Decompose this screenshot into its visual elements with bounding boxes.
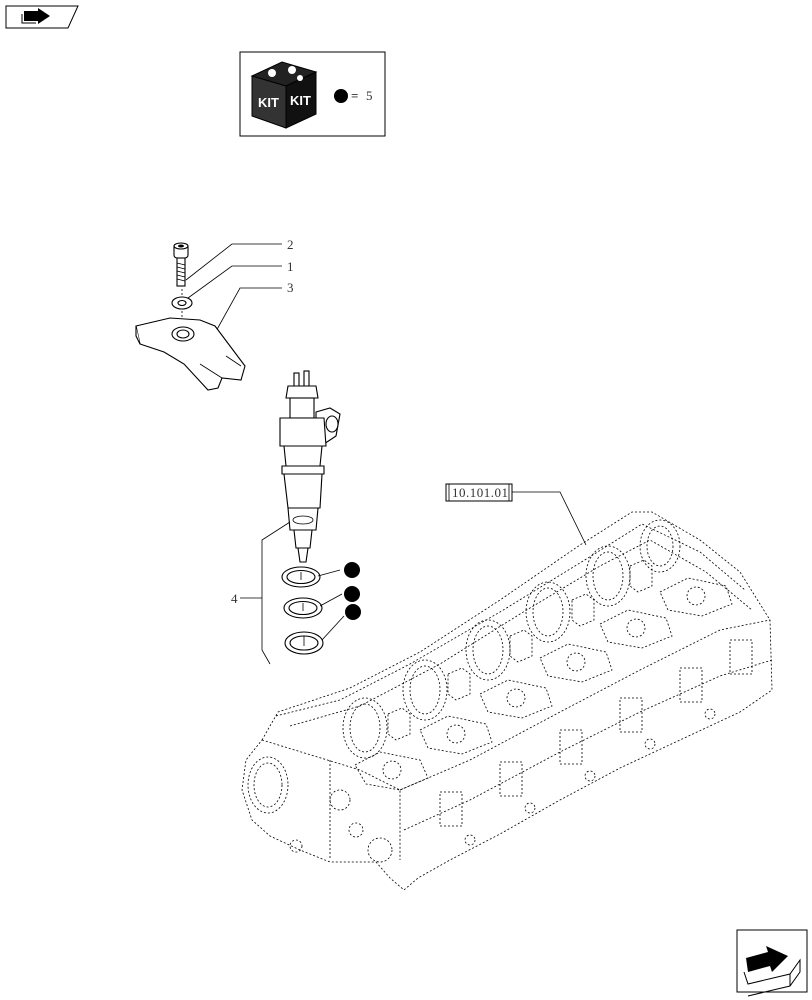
group-bracket-4 bbox=[261, 521, 291, 665]
kit-reference-number: 5 bbox=[366, 88, 373, 103]
cylinder-head-outline bbox=[241, 511, 773, 891]
leader-line-1 bbox=[187, 265, 282, 299]
washer-part[interactable] bbox=[171, 289, 193, 318]
callout-label-4: 4 bbox=[231, 591, 238, 606]
leader-line-3 bbox=[209, 287, 282, 343]
book-arrow-icon bbox=[743, 946, 801, 997]
seal-ring-3[interactable] bbox=[284, 631, 324, 655]
nav-back-badge[interactable] bbox=[5, 5, 79, 29]
kit-box: KIT KIT = 5 bbox=[239, 51, 386, 137]
callout-label-2: 2 bbox=[287, 237, 294, 252]
fuel-injector-part[interactable] bbox=[279, 370, 341, 563]
kit-label-right: KIT bbox=[290, 93, 311, 108]
reference-code: 10.101.01 bbox=[452, 485, 509, 500]
kit-equals-sign: = bbox=[351, 88, 358, 103]
kit-dot-marker-1 bbox=[344, 562, 360, 578]
screw-part[interactable] bbox=[173, 242, 189, 287]
seal-ring-2[interactable] bbox=[283, 597, 323, 619]
seal-ring-1[interactable] bbox=[281, 566, 321, 588]
callout-label-3: 3 bbox=[287, 280, 294, 295]
reference-box[interactable]: 10.101.01 bbox=[445, 483, 513, 502]
nav-next-badge[interactable] bbox=[736, 929, 808, 997]
injector-clamp-part[interactable] bbox=[135, 317, 246, 391]
callout-label-1: 1 bbox=[287, 259, 294, 274]
kit-cube-icon: KIT KIT bbox=[250, 61, 318, 129]
kit-label-left: KIT bbox=[258, 95, 279, 110]
kit-dot-symbol bbox=[334, 89, 348, 103]
leader-line-2 bbox=[185, 243, 282, 281]
book-arrow-icon bbox=[21, 8, 50, 24]
kit-dot-marker-3 bbox=[345, 604, 361, 620]
reference-leader-line bbox=[512, 491, 587, 546]
kit-dot-marker-2 bbox=[344, 586, 360, 602]
